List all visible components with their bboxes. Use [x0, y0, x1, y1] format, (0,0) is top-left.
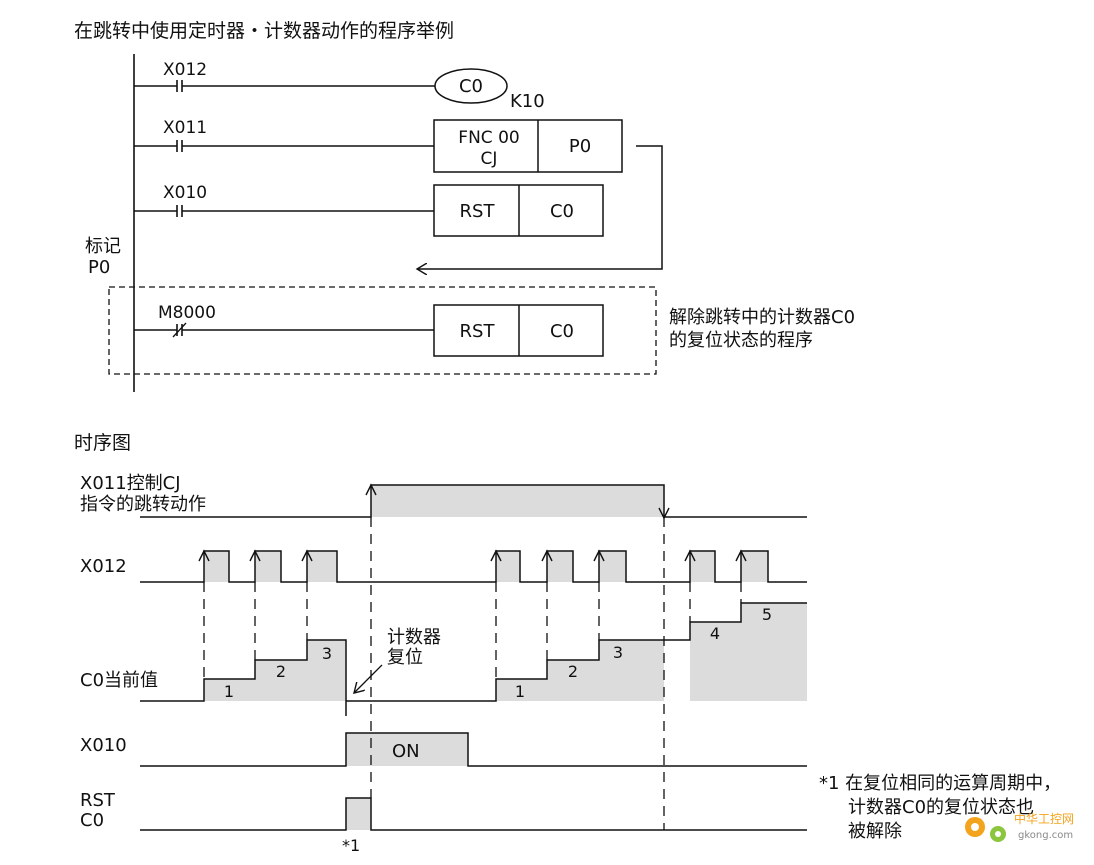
coil-setting: K10	[510, 91, 545, 112]
step-label: 3	[613, 643, 623, 662]
coil-c0	[434, 68, 508, 104]
reset-arrow	[354, 664, 383, 693]
watermark-logo: 中华工控网 gkong.com	[965, 811, 1074, 842]
footnote-line2: 计数器C0的复位状态也	[848, 797, 1034, 818]
section1-title: 在跳转中使用定时器・计数器动作的程序举例	[74, 20, 454, 42]
rst-box-1-operand: C0	[550, 201, 574, 222]
cj-label-line2: 指令的跳转动作	[80, 494, 206, 515]
dashed-group	[108, 286, 657, 375]
cj-box-bottom: CJ	[481, 149, 498, 169]
x012-label: X012	[80, 556, 127, 577]
edge-arrows	[198, 483, 747, 562]
rung-3: X010 RST C0	[134, 183, 604, 237]
rung-2: X011 FNC 00 CJ P0	[134, 118, 663, 269]
reset-note-line2: 复位	[387, 647, 423, 668]
rst-label-line2: C0	[80, 810, 104, 831]
shaded-areas	[204, 485, 807, 830]
step-label: 5	[762, 605, 772, 624]
c0-wave-2	[346, 602, 807, 702]
footnote-line3: 被解除	[848, 821, 902, 842]
step-label: 2	[568, 662, 578, 681]
cj-label-line1: X011控制CJ	[80, 473, 181, 494]
step-label: 4	[710, 624, 720, 643]
label-p0-line1: 标记	[85, 236, 121, 257]
reset-note-line1: 计数器	[387, 627, 441, 648]
on-label: ON	[392, 741, 420, 762]
x010-label: X010	[80, 735, 127, 756]
cj-box	[433, 119, 623, 173]
rung-4: M8000 RST C0	[134, 303, 604, 357]
note-line2: 的复位状态的程序	[669, 330, 813, 351]
label-p0-line2: P0	[88, 257, 110, 278]
c0-label: C0当前值	[80, 670, 158, 691]
star-label: *1	[342, 836, 360, 855]
rst-label-line1: RST	[80, 790, 116, 811]
rung3-contact-label: X010	[163, 183, 207, 203]
x010-wave	[140, 732, 807, 767]
step-label: 1	[515, 682, 525, 701]
rung1-contact-label: X012	[163, 60, 207, 80]
rung-1: X012 C0 K10	[134, 60, 545, 112]
rst-box-1-instr: RST	[460, 201, 496, 222]
step-label: 1	[224, 682, 234, 701]
watermark-text-2: gkong.com	[1018, 830, 1073, 841]
footnote-line1: *1 在复位相同的运算周期中，	[819, 773, 1061, 794]
cj-wave	[140, 484, 807, 518]
section2-title: 时序图	[74, 432, 131, 454]
rst-box-2-instr: RST	[460, 321, 496, 342]
cj-box-top: FNC 00	[458, 128, 519, 148]
rung2-contact-label: X011	[163, 118, 207, 138]
watermark-text-1: 中华工控网	[1014, 811, 1074, 826]
dashed-verticals	[203, 517, 742, 830]
rst-wave	[140, 797, 807, 831]
cj-operand: P0	[569, 136, 591, 157]
jump-path	[417, 145, 663, 269]
step-label: 3	[322, 644, 332, 663]
note-line1: 解除跳转中的计数器C0	[669, 307, 855, 328]
step-label: 2	[276, 662, 286, 681]
waveforms	[140, 484, 807, 831]
coil-label: C0	[459, 76, 483, 97]
x012-wave	[140, 550, 807, 583]
rst-box-2-operand: C0	[550, 321, 574, 342]
rung4-contact-label: M8000	[158, 303, 216, 323]
